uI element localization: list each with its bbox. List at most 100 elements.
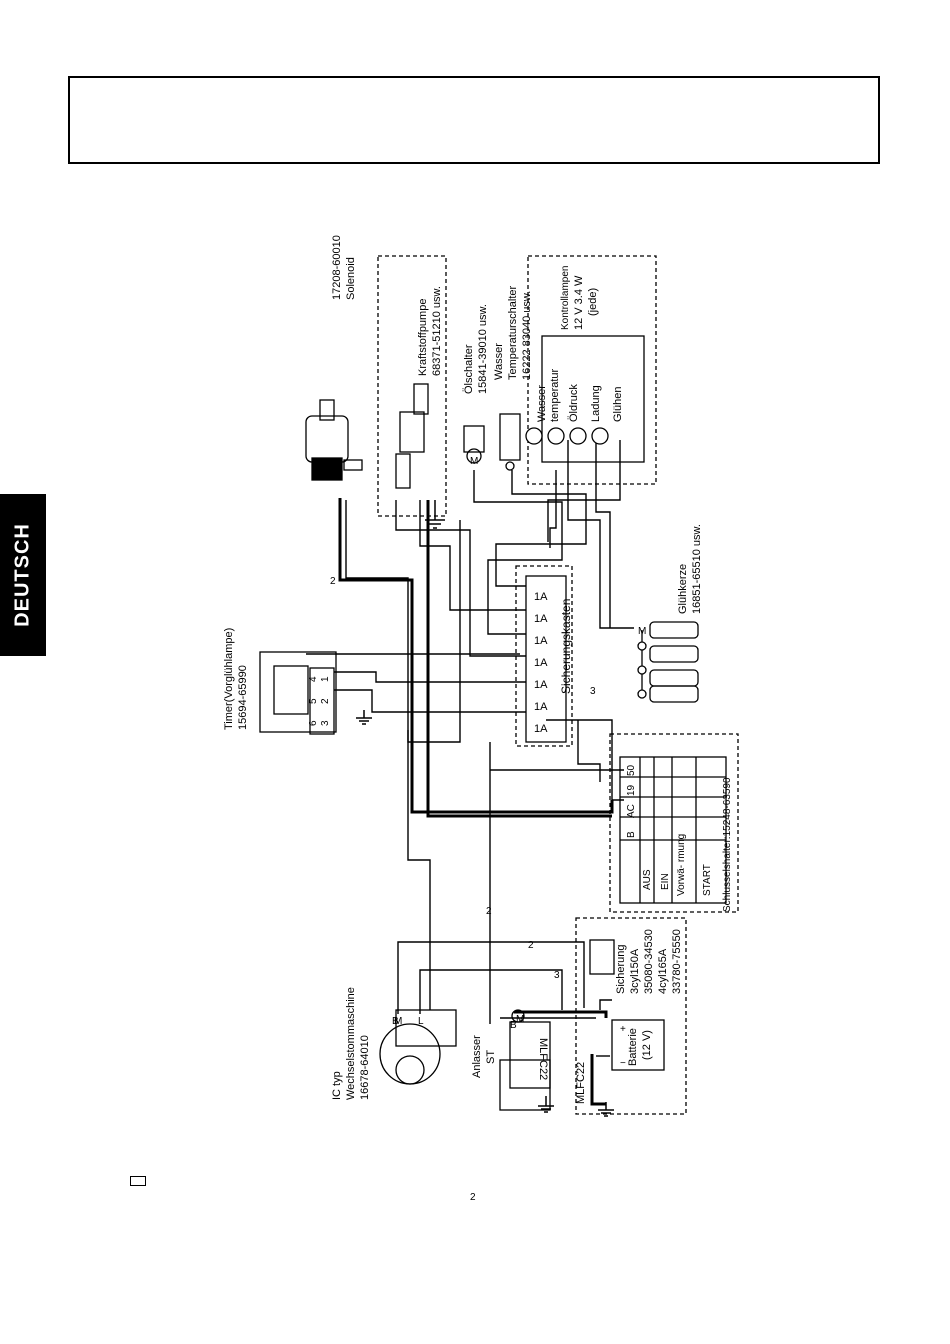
key-col-19: 19	[626, 784, 637, 796]
fuel-pump-frame	[377, 255, 447, 517]
timer-terminal-4: 4	[308, 676, 319, 682]
timer-drawing	[259, 651, 337, 735]
main-fuse-name: Sicherung	[615, 944, 627, 994]
indicator-lamps-rating: 12 V 3.4 W	[573, 275, 585, 330]
key-col-ac: AC	[626, 804, 637, 818]
main-fuse-3cyl: 3cyl150A	[629, 948, 641, 994]
fuse-box-label: Sicherungskasten	[559, 599, 573, 694]
key-switch-caption-text: Schlusselshalter:15248-63590	[722, 777, 733, 912]
wire-number-1: 2	[330, 576, 336, 587]
fuse-rating-5: 1A	[534, 679, 548, 691]
solenoid-label: Solenoid 17208-60010	[331, 235, 357, 300]
fuse-drawing	[589, 939, 615, 975]
glow-plug-drawings	[649, 621, 699, 703]
battery-plus: +	[620, 1024, 626, 1035]
wire-number-4: 3	[590, 686, 596, 697]
battery-voltage: (12 V)	[641, 1030, 653, 1060]
key-switch-frame	[609, 733, 739, 913]
starter-drawing	[499, 1009, 551, 1111]
battery-label: Batterie (12 V)	[627, 1028, 653, 1066]
timer-terminals: 6 5 4 3 2 1	[308, 676, 331, 726]
glow-plug-chain	[637, 630, 647, 699]
oil-switch-drawing	[463, 425, 485, 464]
wires	[306, 440, 634, 1057]
oil-switch-part-number: 15841-39010 usw.	[477, 304, 489, 394]
cable-label-upper: MLFC22	[537, 1038, 549, 1080]
oil-switch-name: Ölschalter	[463, 344, 475, 394]
timer-terminal-2: 2	[320, 698, 331, 704]
fuse-rating-6: 1A	[534, 701, 548, 713]
starter-label: Anlasser ST	[471, 1035, 497, 1078]
cable-label-lower: MLFC22	[575, 1062, 587, 1104]
fuse-rating-4: 1A	[534, 657, 548, 669]
indicator-lamp-circles	[525, 427, 609, 445]
starter-terminal-b: B	[510, 1020, 517, 1031]
timer-name: Timer(Vorglühlampe)	[223, 628, 235, 730]
key-col-50: 50	[626, 764, 637, 776]
solenoid-part-number: 17208-60010	[331, 235, 343, 300]
fuse-rating-2: 1A	[534, 613, 548, 625]
timer-terminal-6: 6	[308, 720, 319, 726]
alternator-type: IC typ	[331, 1071, 343, 1100]
temp-switch-label: Wasser Temperaturschalter 16222 83040 us…	[493, 286, 533, 380]
timer-terminal-5: 5	[308, 698, 319, 704]
terminal-marks: B B M M M M L + −	[392, 456, 646, 1069]
key-switch-grid	[619, 756, 727, 904]
fuel-pump-name: Kraftstoffpumpe	[417, 299, 429, 376]
battery-name: Batterie	[627, 1028, 639, 1066]
glow-plug-label: Glühkerze 16851-65510 usw.	[677, 524, 703, 614]
fuse-rating-7: 1A	[534, 723, 548, 735]
fuel-pump-part-number: 68371-51210 usw.	[431, 286, 443, 376]
battery-drawing	[611, 1019, 665, 1071]
lamp-label-water-2: temperatur	[549, 368, 561, 422]
page-number: 2	[470, 1192, 476, 1203]
fuse-rating-1: 1A	[534, 591, 548, 603]
fuel-pump-drawing	[395, 383, 429, 489]
fuse-rating-3: 1A	[534, 635, 548, 647]
main-fuse-4cyl-part: 33780-75550	[671, 929, 683, 994]
cable-label-2: MLFC22	[575, 1062, 587, 1104]
lamp-label-water-1: Wasser-	[536, 381, 548, 422]
temp-switch-name-1: Wasser	[493, 343, 505, 380]
fuel-pump-label: Kraftstoffpumpe 68371-51210 usw.	[417, 286, 443, 376]
key-switch-caption: Schlusselshalter:15248-63590	[722, 777, 733, 912]
oil-switch-label: Ölschalter 15841-39010 usw.	[463, 304, 489, 394]
timer-terminal-1: 1	[320, 676, 331, 682]
battery-frame	[575, 917, 687, 1115]
indicator-lamps-each: (jede)	[587, 288, 599, 316]
alternator-drawing	[379, 1009, 457, 1085]
battery-minus: −	[620, 1058, 626, 1069]
indicator-lamps-label: Kontrollampen 12 V 3.4 W (jede)	[560, 266, 599, 330]
fuse-ratings: 1A 1A 1A 1A 1A 1A 1A	[534, 591, 548, 735]
alternator-part-number: 16678-64010	[359, 1035, 371, 1100]
key-row-aus: AUS	[642, 869, 653, 890]
header-box	[68, 76, 880, 164]
cable-label-1: MLFC22	[537, 1038, 549, 1080]
glow-terminal-m: M	[638, 626, 646, 637]
key-col-b: B	[626, 831, 637, 838]
temp-switch-drawing	[499, 413, 521, 471]
key-switch-columns: B AC 19 50	[626, 764, 637, 838]
temp-switch-part-number: 16222 83040 usw.	[521, 291, 533, 380]
language-tab: DEUTSCH	[0, 494, 46, 656]
timer-label: Timer(Vorglühlampe) 15694-65990	[223, 628, 249, 730]
alt-terminal-b: B	[392, 1016, 399, 1027]
lamp-labels: Wasser- temperatur Öldruck Ladung Glühen	[536, 368, 624, 422]
main-fuse-4cyl: 4cyl165A	[657, 948, 669, 994]
main-fuse-label: Sicherung 3cyl150A 35080-34530 4cyl165A …	[615, 929, 683, 994]
alternator-label: IC typ Wechselstommaschine 16678-64010	[331, 987, 371, 1100]
timer-part-number: 15694-65990	[237, 665, 249, 730]
fuse-box-name: Sicherungskasten	[559, 599, 573, 694]
alt-terminal-m: M	[394, 1016, 402, 1027]
key-row-start: START	[702, 864, 713, 896]
wire-number-3: 2	[528, 940, 534, 951]
alt-terminal-l: L	[418, 1016, 424, 1027]
key-row-ein: EIN	[660, 873, 671, 890]
starter-terminal: ST	[485, 1050, 497, 1064]
oil-terminal-m: M	[470, 456, 478, 467]
lamp-panel-frame	[527, 255, 657, 485]
wire-numbers: 2 2 2 3 3	[330, 576, 596, 981]
starter-name: Anlasser	[471, 1035, 483, 1078]
indicator-lamps-name: Kontrollampen	[560, 266, 571, 330]
